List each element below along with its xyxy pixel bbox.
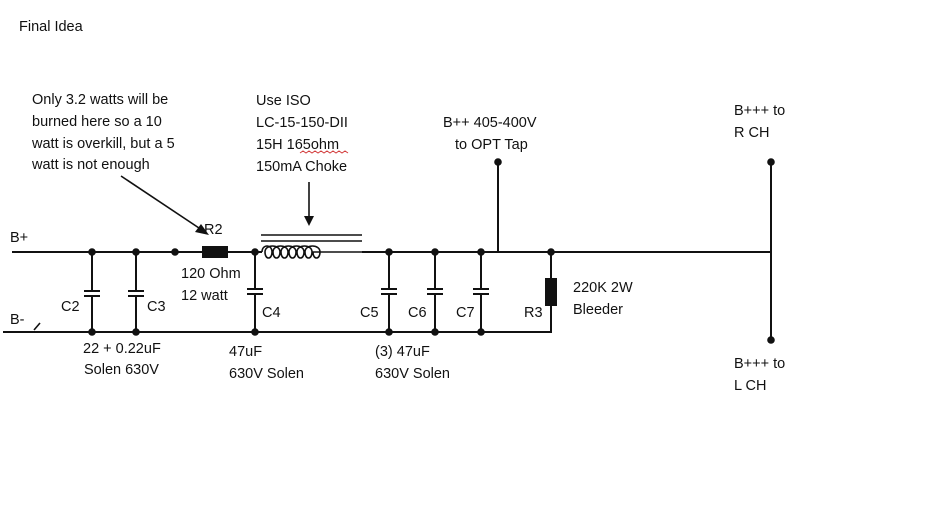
b-minus-rail: [3, 322, 552, 333]
capacitor-c6: [427, 252, 443, 332]
choke-note-line: 150mA Choke: [256, 159, 347, 175]
c5-c7-value: 630V Solen: [375, 366, 450, 382]
r3-ref: R3: [524, 305, 543, 321]
resistor-note-line: burned here so a 10: [32, 114, 162, 130]
capacitor-c4: [247, 252, 263, 332]
capacitor-c7: [473, 252, 489, 332]
c2-ref: C2: [61, 299, 80, 315]
r3-value: 220K 2W: [573, 280, 633, 296]
c2-c3-value: Solen 630V: [84, 362, 159, 378]
r2-value: 12 watt: [181, 288, 228, 304]
b-plus-label: B+: [10, 230, 28, 246]
r-ch-label: R CH: [734, 125, 769, 141]
l-ch-label: B+++ to: [734, 356, 785, 372]
c5-ref: C5: [360, 305, 379, 321]
arrow-to-choke: [304, 182, 314, 226]
r2-resistor: [202, 246, 228, 258]
c6-ref: C6: [408, 305, 427, 321]
choke-note-line: Use ISO: [256, 93, 311, 109]
b-minus-label: B-: [10, 312, 25, 328]
spellcheck-underline: [299, 150, 349, 154]
resistor-note: Only 3.2 watts will be burned here so a …: [31, 92, 175, 173]
opt-tap-label: to OPT Tap: [455, 137, 528, 153]
r2-value: 120 Ohm: [181, 266, 241, 282]
r3-value: Bleeder: [573, 302, 623, 318]
c3-ref: C3: [147, 299, 166, 315]
opt-tap-label: B++ 405-400V: [443, 115, 537, 131]
capacitor-c3: [128, 252, 144, 332]
choke-note-line: 15H 165ohm: [256, 137, 339, 153]
choke-note: Use ISO LC-15-150-DII 15H 165ohm 150mA C…: [256, 93, 349, 175]
resistor-note-line: watt is overkill, but a 5: [31, 136, 175, 152]
choke-note-line: LC-15-150-DII: [256, 115, 348, 131]
junction-dots: [88, 158, 775, 344]
arrow-to-r2: [120, 175, 209, 235]
c2-c3-value: 22 + 0.22uF: [83, 341, 161, 357]
resistor-note-line: watt is not enough: [31, 157, 150, 173]
c7-ref: C7: [456, 305, 475, 321]
resistor-note-line: Only 3.2 watts will be: [32, 92, 168, 108]
capacitor-c2: [84, 252, 100, 332]
c4-ref: C4: [262, 305, 281, 321]
capacitor-c5: [381, 252, 397, 332]
choke-inductor: [261, 234, 362, 259]
r-ch-label: B+++ to: [734, 103, 785, 119]
page-title: Final Idea: [19, 19, 84, 35]
c4-value: 47uF: [229, 344, 262, 360]
c4-value: 630V Solen: [229, 366, 304, 382]
c5-c7-value: (3) 47uF: [375, 344, 430, 360]
r2-ref: R2: [204, 222, 223, 238]
r3-bleeder-resistor: [545, 252, 557, 332]
l-ch-label: L CH: [734, 378, 767, 394]
